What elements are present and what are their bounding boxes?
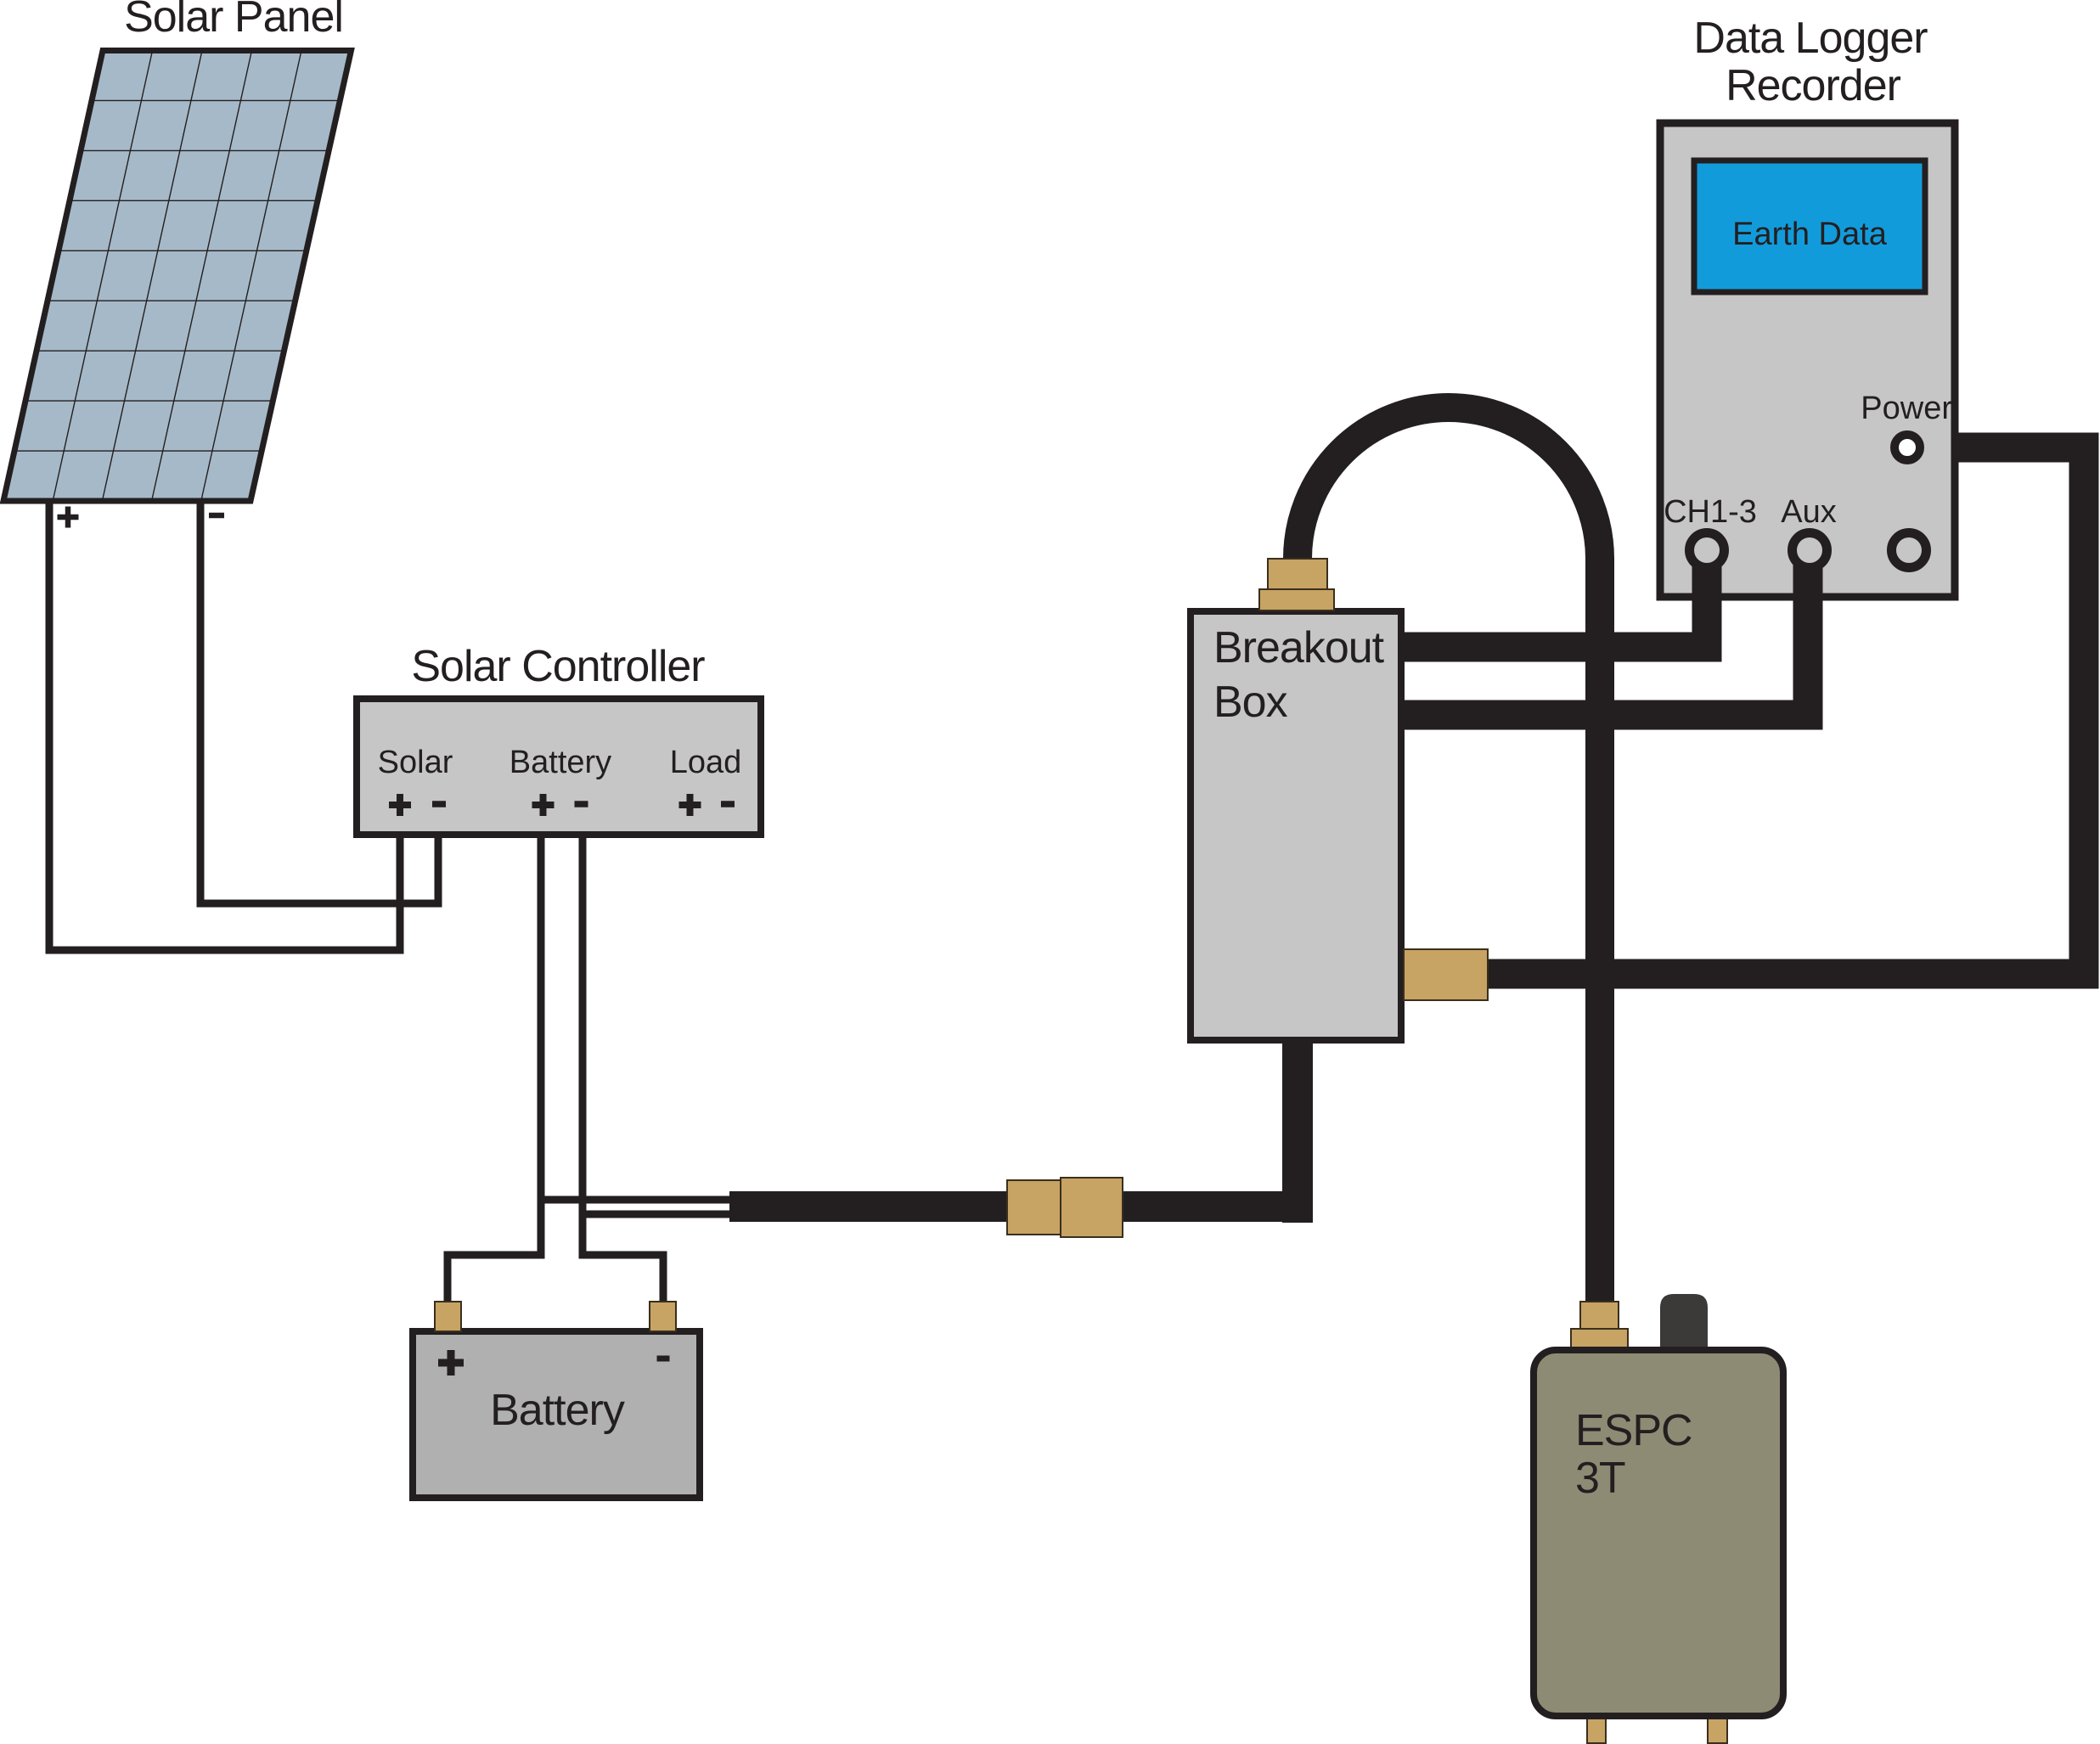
svg-text:Recorder: Recorder — [1726, 61, 1901, 110]
svg-text:Solar Panel: Solar Panel — [124, 0, 343, 42]
svg-text:Battery: Battery — [490, 1386, 625, 1435]
svg-text:Solar: Solar — [378, 745, 453, 780]
svg-text:Data Logger: Data Logger — [1693, 14, 1928, 63]
svg-text:Solar Controller: Solar Controller — [411, 642, 705, 691]
svg-text:Battery: Battery — [510, 745, 611, 780]
svg-text:Box: Box — [1213, 678, 1288, 727]
svg-text:3T: 3T — [1575, 1454, 1625, 1503]
svg-text:Power: Power — [1861, 391, 1952, 426]
svg-text:CH1-3: CH1-3 — [1664, 494, 1757, 530]
svg-text:Aux: Aux — [1781, 494, 1836, 530]
svg-text:Load: Load — [670, 745, 742, 780]
svg-text:ESPC: ESPC — [1575, 1406, 1692, 1455]
svg-text:Earth Data: Earth Data — [1732, 217, 1888, 252]
svg-text:Breakout: Breakout — [1213, 623, 1385, 672]
